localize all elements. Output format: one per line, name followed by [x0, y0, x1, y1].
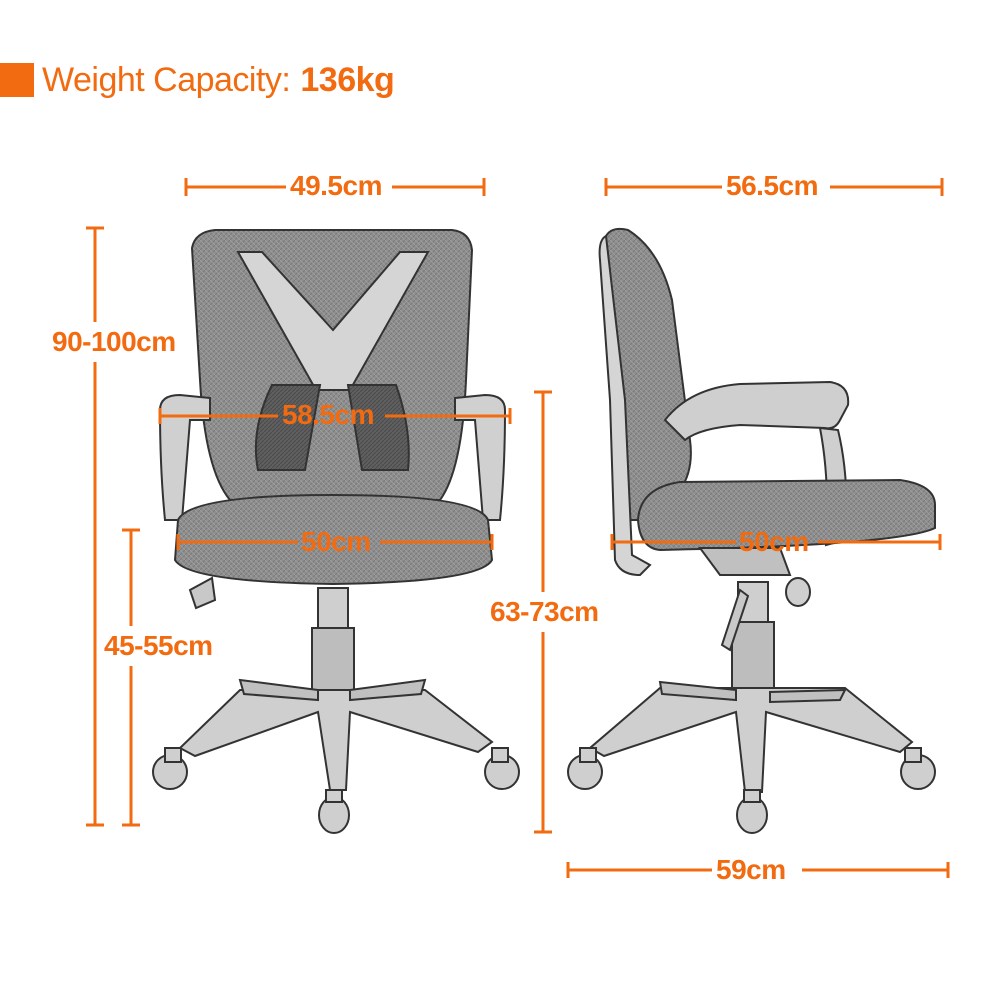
- front-seat-width-label: 50cm: [301, 526, 371, 557]
- front-seat: [173, 493, 494, 586]
- front-armrest-left: [158, 393, 211, 521]
- side-base-arm-back: [658, 680, 737, 702]
- seat-height-label: 45-55cm: [104, 630, 213, 661]
- front-star-base: [178, 689, 494, 791]
- side-cylinder-cover: [731, 621, 775, 691]
- side-seat-depth-label: 50cm: [739, 526, 809, 557]
- weight-capacity-header: Weight Capacity:136kg: [0, 60, 395, 100]
- weight-capacity-label: Weight Capacity:136kg: [42, 60, 395, 100]
- front-gas-cylinder: [317, 587, 349, 629]
- dimension-lines: [86, 178, 950, 878]
- side-height-lever: [720, 588, 750, 652]
- armrest-width-label: 58.5cm: [282, 399, 374, 430]
- front-cylinder-cover: [311, 627, 355, 695]
- side-star-base: [588, 687, 914, 793]
- front-armrest-right: [454, 393, 507, 521]
- armrest-height-label: 63-73cm: [490, 596, 599, 627]
- front-backrest-frame: [236, 251, 430, 391]
- side-seat: [636, 478, 936, 552]
- front-base-arm-right: [349, 678, 427, 702]
- front-width-label: 49.5cm: [290, 170, 382, 201]
- side-depth-label: 56.5cm: [726, 170, 818, 201]
- side-seat-mechanism: [698, 547, 792, 576]
- front-casters: [152, 747, 520, 834]
- side-base-arm-front: [769, 688, 847, 704]
- weight-capacity-value: 136kg: [300, 60, 395, 99]
- side-view-chair: [567, 227, 936, 834]
- side-backrest-frame: [598, 234, 652, 577]
- front-base-arm-left: [238, 678, 319, 702]
- front-lumbar-right: [346, 384, 410, 471]
- front-view-chair: [152, 229, 520, 834]
- base-width-label: 59cm: [716, 854, 786, 885]
- side-tilt-knob: [785, 577, 811, 607]
- front-lumbar-left: [254, 384, 322, 471]
- total-height-label: 90-100cm: [52, 326, 176, 357]
- weight-capacity-text: Weight Capacity:: [42, 60, 291, 99]
- header-accent-square: [0, 63, 34, 97]
- side-casters: [567, 747, 936, 834]
- front-height-lever: [188, 576, 217, 610]
- side-armrest: [663, 380, 850, 442]
